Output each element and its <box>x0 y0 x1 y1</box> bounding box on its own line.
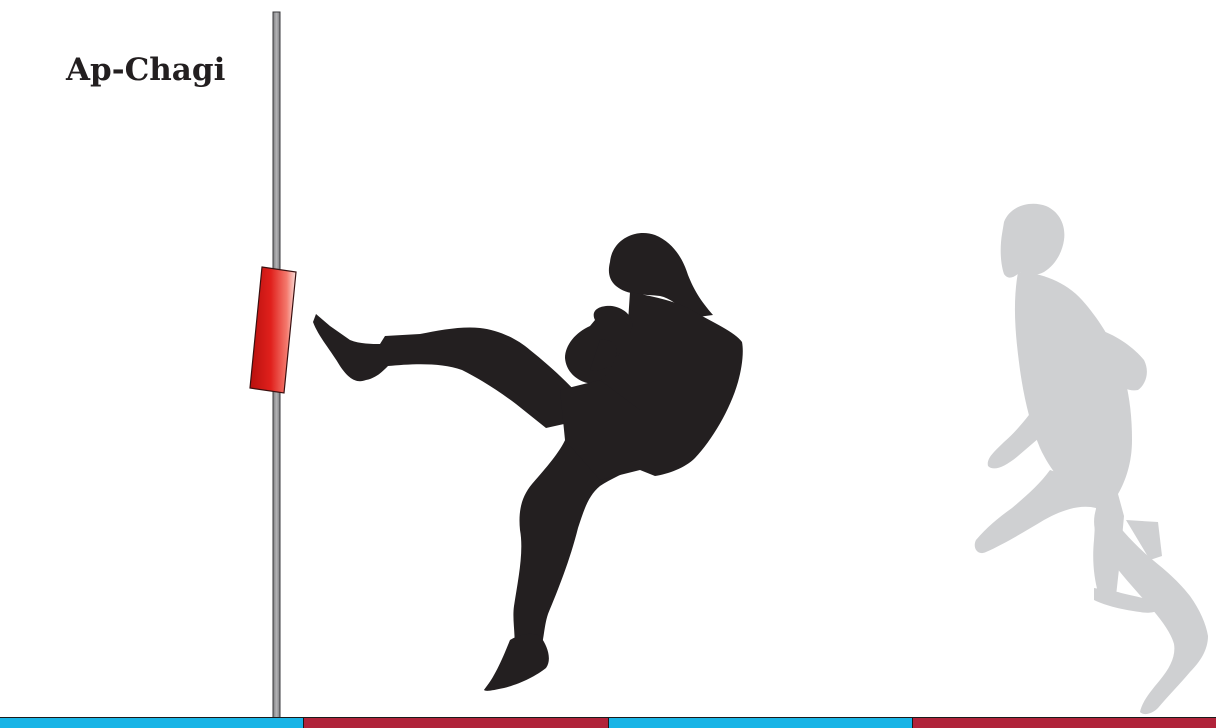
running-silhouette-icon <box>975 204 1208 714</box>
floor-mats <box>0 717 1216 728</box>
floor-mat-blue <box>609 718 913 728</box>
floor-mat-red <box>304 718 608 728</box>
floor-mat-blue <box>0 718 304 728</box>
front-kick-silhouette-icon <box>313 233 743 691</box>
floor-mat-red <box>913 718 1216 728</box>
target-pad-icon <box>250 267 296 393</box>
